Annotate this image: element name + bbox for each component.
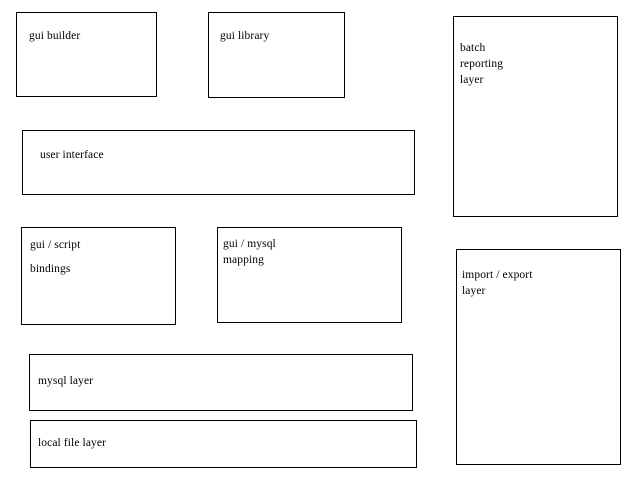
diagram-node-label-batch-reporting-layer: batch reporting layer [460,42,504,86]
diagram-node-user-interface[interactable]: user interface [22,130,415,195]
diagram-node-label-mysql-layer: mysql layer [38,375,94,387]
diagram-node-mysql-layer[interactable]: mysql layer [29,354,413,411]
diagram-node-label-import-export-layer: import / export layer [462,269,533,297]
diagram-node-import-export-layer[interactable]: import / export layer [456,249,621,465]
diagram-node-label-gui-script-bindings: gui / script bindings [30,239,81,275]
diagram-node-gui-library[interactable]: gui library [208,12,345,98]
diagram-node-batch-reporting-layer[interactable]: batch reporting layer [453,16,618,217]
diagram-node-label-user-interface: user interface [40,149,104,161]
diagram-node-label-gui-library: gui library [220,30,270,42]
diagram-node-label-gui-builder: gui builder [29,30,81,42]
diagram-node-local-file-layer[interactable]: local file layer [30,420,417,468]
diagram-node-label-gui-mysql-mapping: gui / mysql mapping [223,238,276,266]
diagram-node-gui-builder[interactable]: gui builder [16,12,157,97]
diagram-node-gui-script-bindings[interactable]: gui / script bindings [21,227,176,325]
diagram-node-gui-mysql-mapping[interactable]: gui / mysql mapping [217,227,402,323]
diagram-node-label-local-file-layer: local file layer [38,437,107,449]
